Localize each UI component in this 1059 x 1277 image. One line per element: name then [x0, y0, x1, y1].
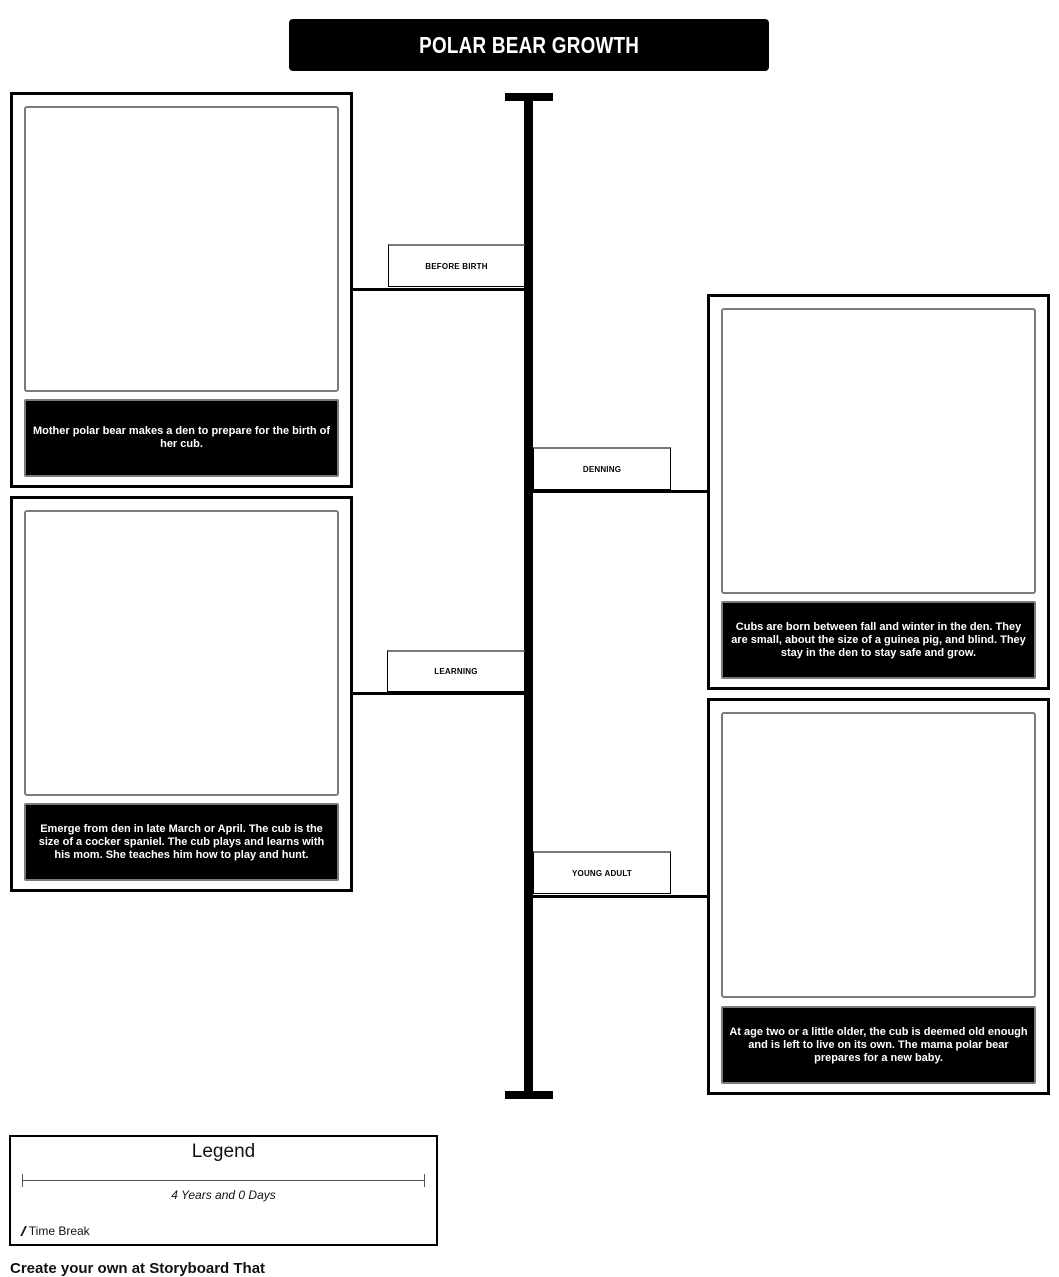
event-label-text: LEARNING — [434, 667, 478, 676]
cell-caption[interactable]: Cubs are born between fall and winter in… — [721, 601, 1036, 679]
caption-text: Emerge from den in late March or April. … — [38, 822, 325, 861]
caption-text: Cubs are born between fall and winter in… — [731, 620, 1026, 659]
storyboard-cell-young-adult[interactable]: At age two or a little older, the cub is… — [707, 698, 1050, 1095]
event-label-text: YOUNG ADULT — [572, 868, 632, 878]
event-label-text: BEFORE BIRTH — [425, 261, 488, 271]
scale-tick-end — [424, 1174, 425, 1187]
cell-caption[interactable]: Emerge from den in late March or April. … — [24, 803, 339, 881]
cell-image-area[interactable] — [24, 106, 339, 392]
timeline-end-cap — [505, 1091, 553, 1099]
cell-caption[interactable]: Mother polar bear makes a den to prepare… — [24, 399, 339, 477]
title-banner: POLAR BEAR GROWTH — [289, 19, 769, 71]
connector-before-birth — [353, 288, 525, 291]
legend-title: Legend — [191, 1141, 256, 1162]
page-title: POLAR BEAR GROWTH — [418, 31, 640, 58]
connector-learning — [353, 692, 525, 695]
storyboard-cell-denning[interactable]: Cubs are born between fall and winter in… — [707, 294, 1050, 690]
event-label-text: DENNING — [582, 464, 622, 474]
time-break-icon: // — [21, 1223, 25, 1239]
legend-scale-line — [22, 1174, 425, 1187]
event-label-learning[interactable]: LEARNING — [387, 650, 525, 692]
storyboard-cell-learning[interactable]: Emerge from den in late March or April. … — [10, 496, 353, 892]
event-label-young-adult[interactable]: YOUNG ADULT — [533, 851, 671, 894]
scale-tick-start — [22, 1174, 23, 1187]
connector-young-adult — [533, 895, 708, 898]
legend-box: Legend 4 Years and 0 Days // Time Break — [9, 1135, 438, 1246]
event-label-before-birth[interactable]: BEFORE BIRTH — [388, 244, 525, 287]
timeline-spine — [524, 94, 533, 1098]
time-break-label: Time Break — [28, 1224, 90, 1238]
event-label-denning[interactable]: DENNING — [533, 447, 671, 490]
caption-text: Mother polar bear makes a den to prepare… — [32, 425, 331, 450]
legend-time-break: // Time Break — [21, 1223, 90, 1239]
cell-image-area[interactable] — [721, 712, 1036, 998]
connector-denning — [533, 490, 708, 493]
cell-image-area[interactable] — [24, 510, 339, 796]
caption-text: At age two or a little older, the cub is… — [729, 1025, 1028, 1064]
cell-image-area[interactable] — [721, 308, 1036, 594]
legend-span-label: 4 Years and 0 Days — [171, 1188, 276, 1202]
storyboard-cell-before-birth[interactable]: Mother polar bear makes a den to prepare… — [10, 92, 353, 488]
cell-caption[interactable]: At age two or a little older, the cub is… — [721, 1006, 1036, 1084]
footer-credit-link[interactable]: Create your own at Storyboard That — [10, 1260, 266, 1277]
